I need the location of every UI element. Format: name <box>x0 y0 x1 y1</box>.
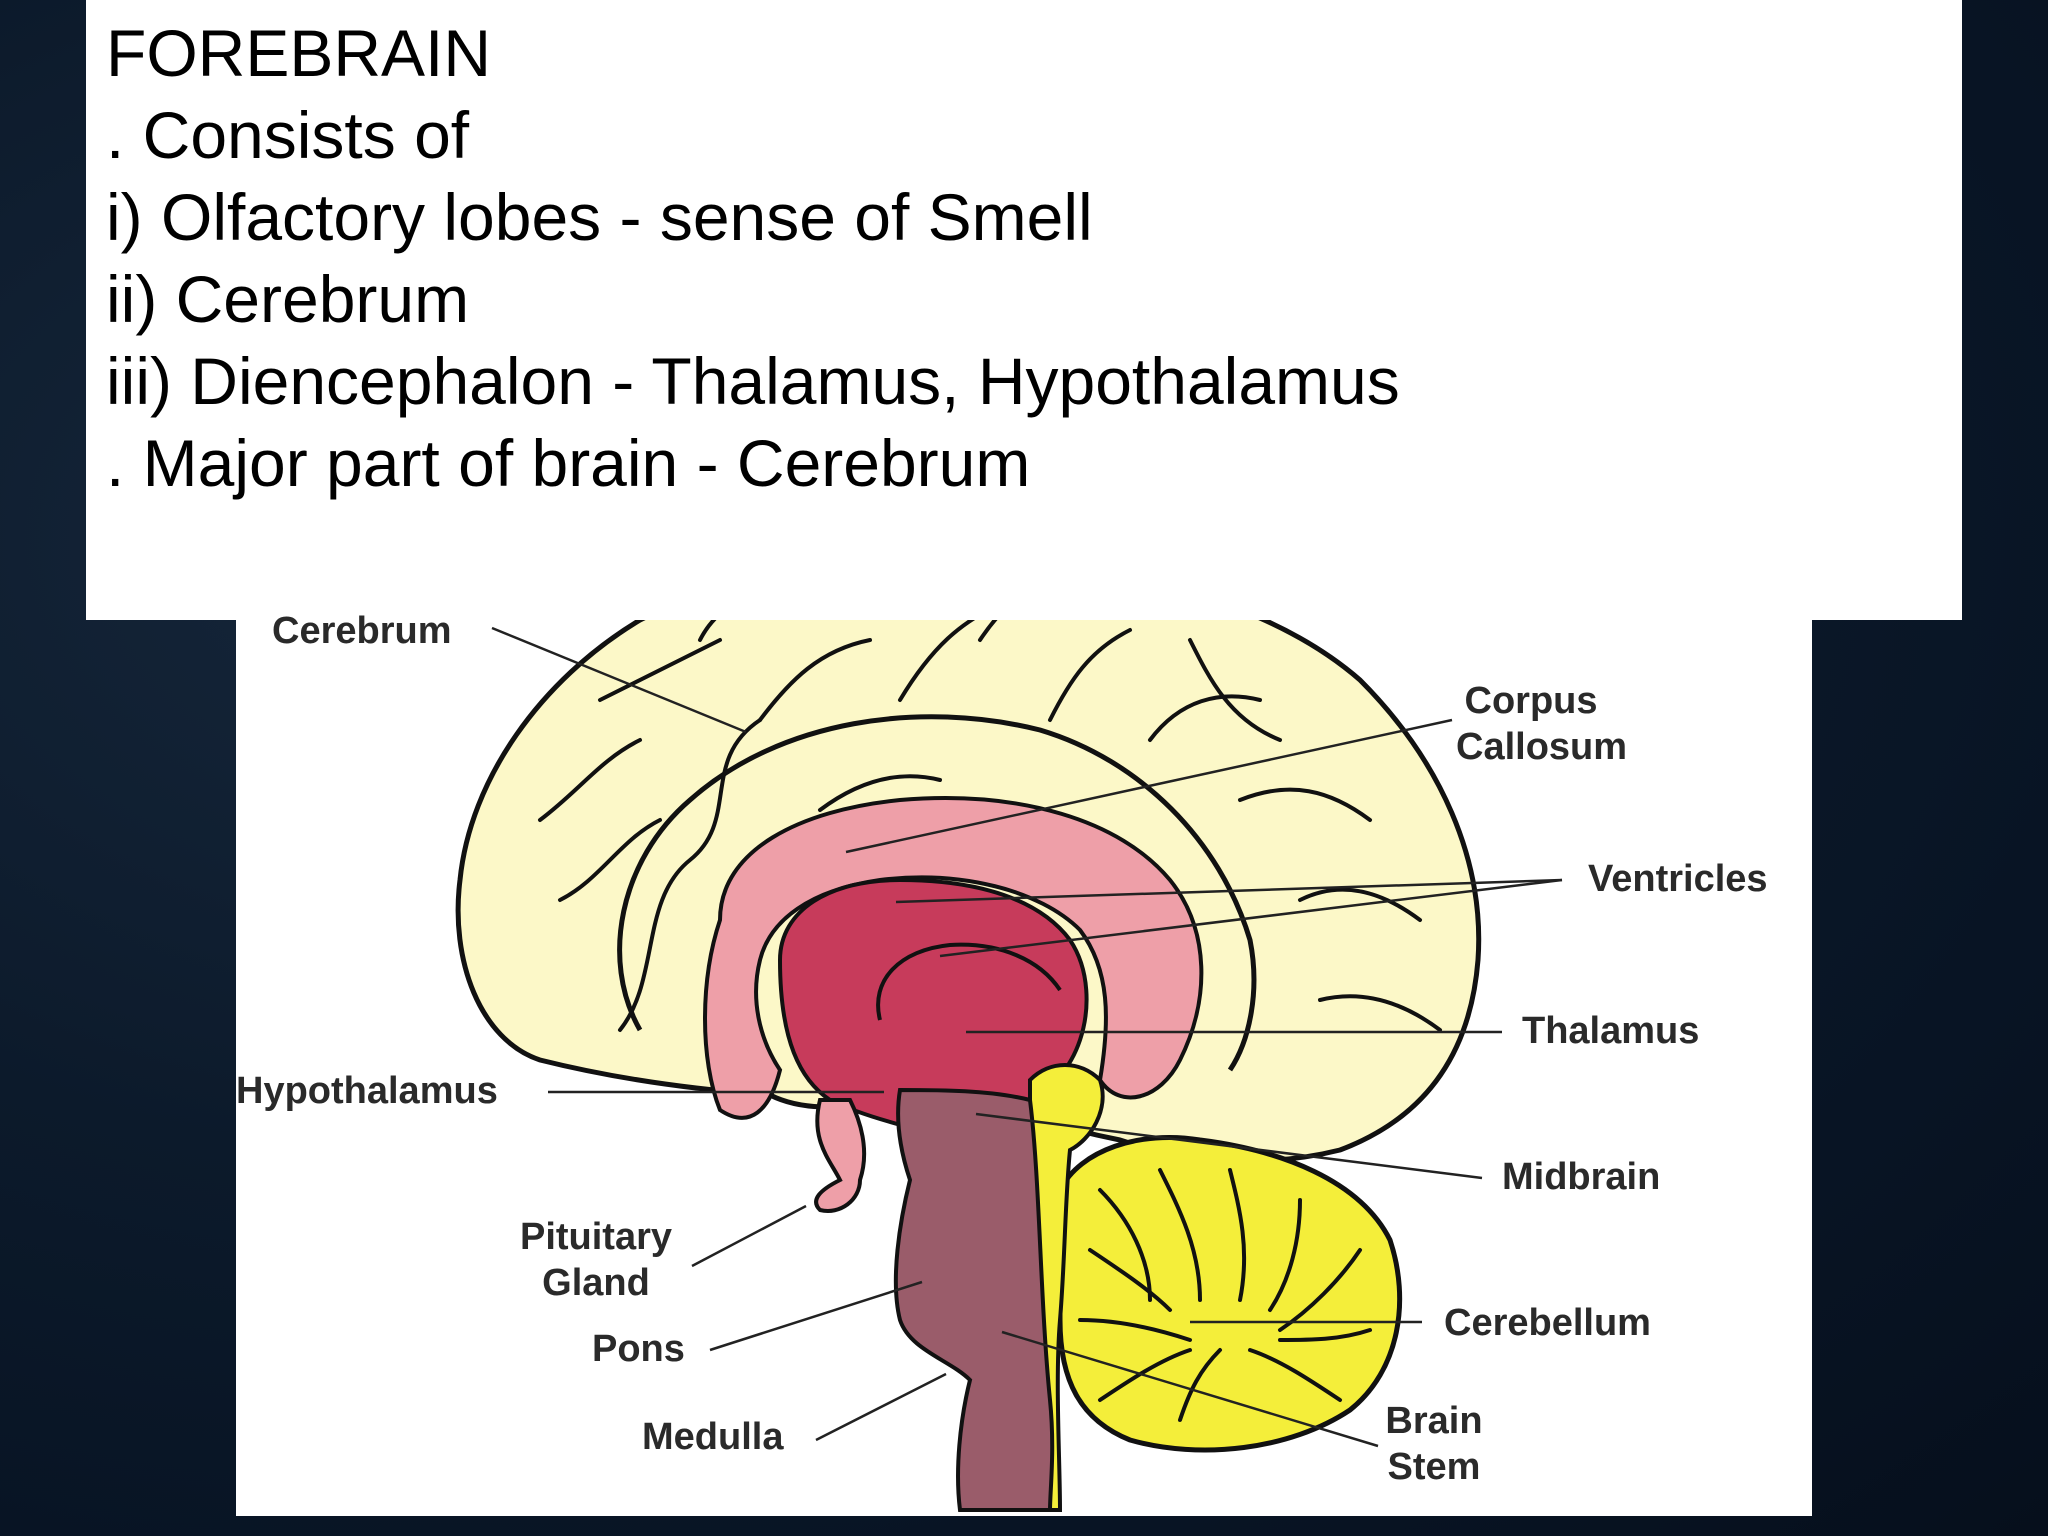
label-cerebrum: Cerebrum <box>272 610 452 652</box>
slide-line: iii) Diencephalon - Thalamus, Hypothalam… <box>106 344 1400 418</box>
label-hypothalamus: Hypothalamus <box>236 1070 498 1112</box>
label-ventricles: Ventricles <box>1588 858 1768 900</box>
slide-text: FOREBRAIN . Consists of i) Olfactory lob… <box>106 12 1400 504</box>
brain-illustration <box>455 620 1563 1512</box>
slide-line: i) Olfactory lobes - sense of Smell <box>106 180 1093 254</box>
label-corpus-callosum-line2: Callosum <box>1456 726 1628 768</box>
label-midbrain: Midbrain <box>1502 1156 1661 1198</box>
slide-title: FOREBRAIN <box>106 16 492 90</box>
label-brain-stem-line2: Stem <box>1387 1446 1481 1488</box>
pituitary-shape <box>814 1098 867 1213</box>
cerebellum-shape <box>1057 1134 1403 1453</box>
brain-diagram: Cerebrum Corpus Callosum Ventricles Thal… <box>236 610 1812 1516</box>
leader-lines <box>491 626 1563 1448</box>
label-pituitary-gland: Pituitary Gland <box>506 1214 686 1306</box>
cerebellum-folds <box>1078 1168 1372 1422</box>
label-thalamus: Thalamus <box>1522 1010 1700 1052</box>
text-panel: FOREBRAIN . Consists of i) Olfactory lob… <box>86 0 1962 620</box>
label-brain-stem-line1: Brain <box>1385 1400 1483 1442</box>
label-cerebellum: Cerebellum <box>1444 1302 1651 1344</box>
label-pituitary-line1: Pituitary <box>519 1216 673 1258</box>
cerebrum-folds <box>538 620 1442 1032</box>
slide-line: ii) Cerebrum <box>106 262 470 336</box>
label-corpus-callosum-line1: Corpus <box>1464 680 1598 722</box>
label-pituitary-line2: Gland <box>542 1262 650 1304</box>
label-medulla: Medulla <box>642 1416 784 1458</box>
label-brain-stem: Brain Stem <box>1374 1398 1494 1490</box>
fornix-line <box>876 942 1062 1021</box>
label-corpus-callosum: Corpus Callosum <box>1456 678 1628 770</box>
slide-line: . Consists of <box>106 98 470 172</box>
slide-line: . Major part of brain - Cerebrum <box>106 426 1031 500</box>
label-pons: Pons <box>592 1328 685 1370</box>
brain-stem-shape <box>893 1087 1055 1512</box>
cingulate-line <box>617 714 1257 1072</box>
